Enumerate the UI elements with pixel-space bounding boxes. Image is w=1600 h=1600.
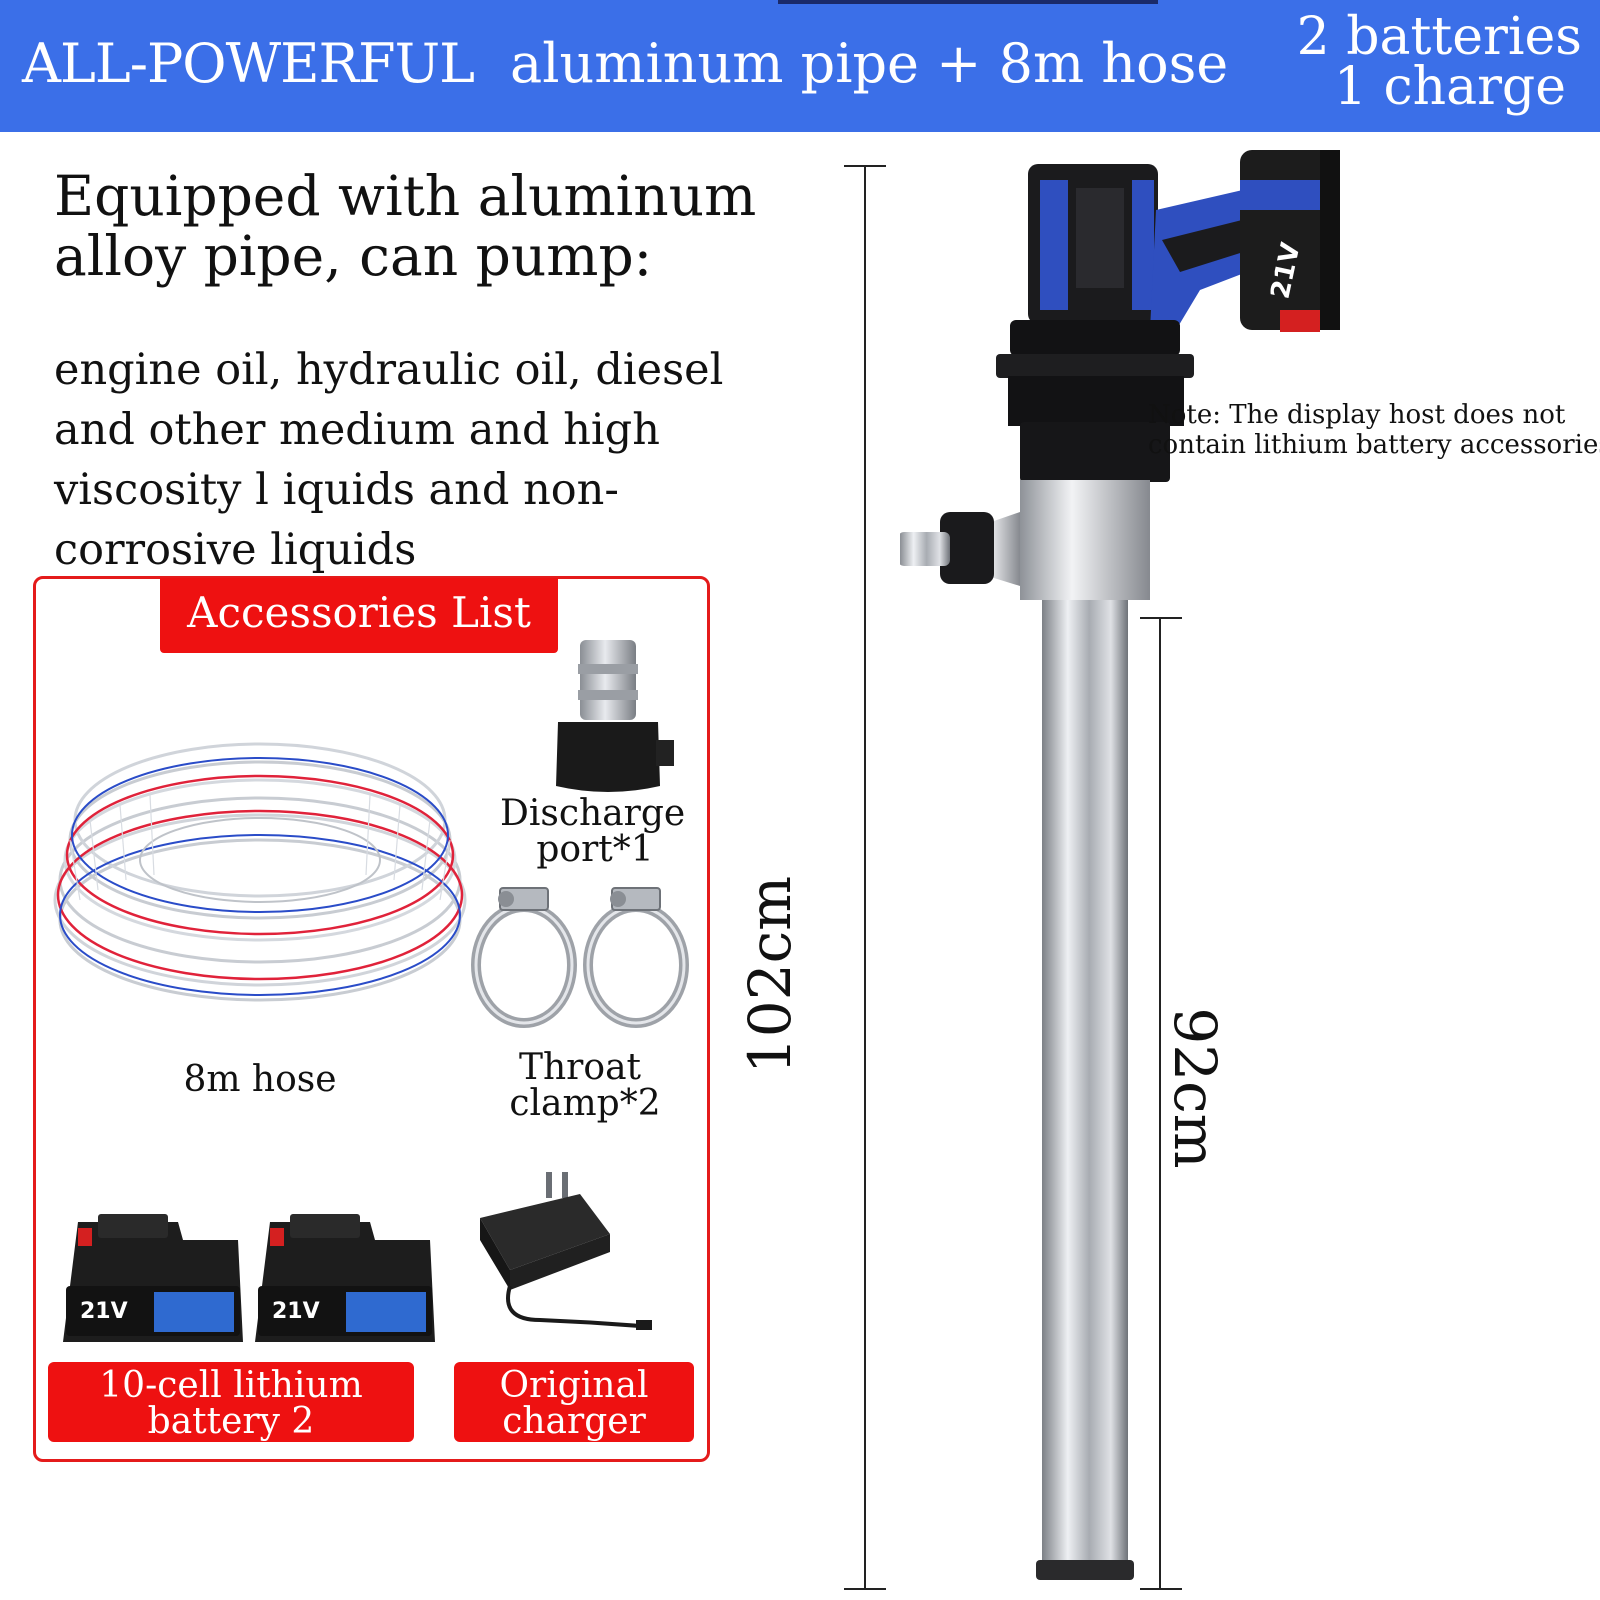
discharge-port-label-line2: port*1: [536, 829, 654, 870]
package-batteries: 2 batteries: [1296, 7, 1582, 67]
charger-label: Original charger: [454, 1362, 694, 1442]
throat-clamp-label-line2: clamp*2: [509, 1083, 661, 1124]
dimension-92-bottom-tick: [1140, 1588, 1182, 1590]
accessories-title: Accessories List: [160, 578, 558, 653]
dimension-102-bottom-tick: [844, 1588, 886, 1590]
dimension-92-top-tick: [1140, 617, 1182, 619]
charger-label-line1: Original: [499, 1365, 649, 1406]
banner-product: aluminum pipe + 8m hose: [510, 32, 1229, 95]
banner-brand: ALL-POWERFUL: [22, 32, 475, 95]
hose-clamp-icon: [466, 880, 696, 1030]
intro-heading: Equipped with aluminum alloy pipe, can p…: [54, 164, 757, 288]
throat-clamp-label-line1: Throat: [518, 1047, 641, 1088]
battery-label-line1: 10-cell lithium: [99, 1365, 363, 1406]
banner-package: 2 batteries 1 charge: [1282, 7, 1582, 117]
discharge-port-icon: [548, 636, 678, 796]
top-banner: ALL-POWERFUL aluminum pipe + 8m hose 2 b…: [0, 0, 1600, 132]
banner-accent-line: [778, 0, 1158, 4]
accessories-panel: [33, 576, 710, 1462]
battery-label: 10-cell lithium battery 2: [48, 1362, 414, 1442]
coiled-hose-icon: [40, 720, 480, 1020]
battery-voltage-label: 21V: [80, 1299, 128, 1324]
package-charger: 1 charge: [1333, 57, 1566, 117]
discharge-port-label-line1: Discharge: [500, 793, 686, 834]
total-length-label: 102cm: [736, 875, 804, 1075]
dimension-102-line: [864, 165, 866, 1590]
note-line2: contain lithium battery accessories: [1148, 430, 1600, 460]
pump-illustration: 21V: [898, 140, 1440, 1600]
battery-icon: 21V: [58, 1212, 248, 1354]
note-line1: Note: The display host does not: [1148, 400, 1566, 430]
hose-label: 8m hose: [183, 1059, 337, 1100]
dimension-92-line: [1159, 617, 1161, 1590]
battery-icon: 21V: [250, 1212, 440, 1354]
charger-icon: [470, 1170, 660, 1350]
battery-label-line2: battery 2: [147, 1401, 315, 1442]
product-note: Note: The display host does not contain …: [1148, 400, 1600, 460]
charger-label-line2: charger: [502, 1401, 646, 1442]
intro-description: engine oil, hydraulic oil, diesel and ot…: [54, 345, 724, 575]
battery-voltage-label: 21V: [272, 1299, 320, 1324]
